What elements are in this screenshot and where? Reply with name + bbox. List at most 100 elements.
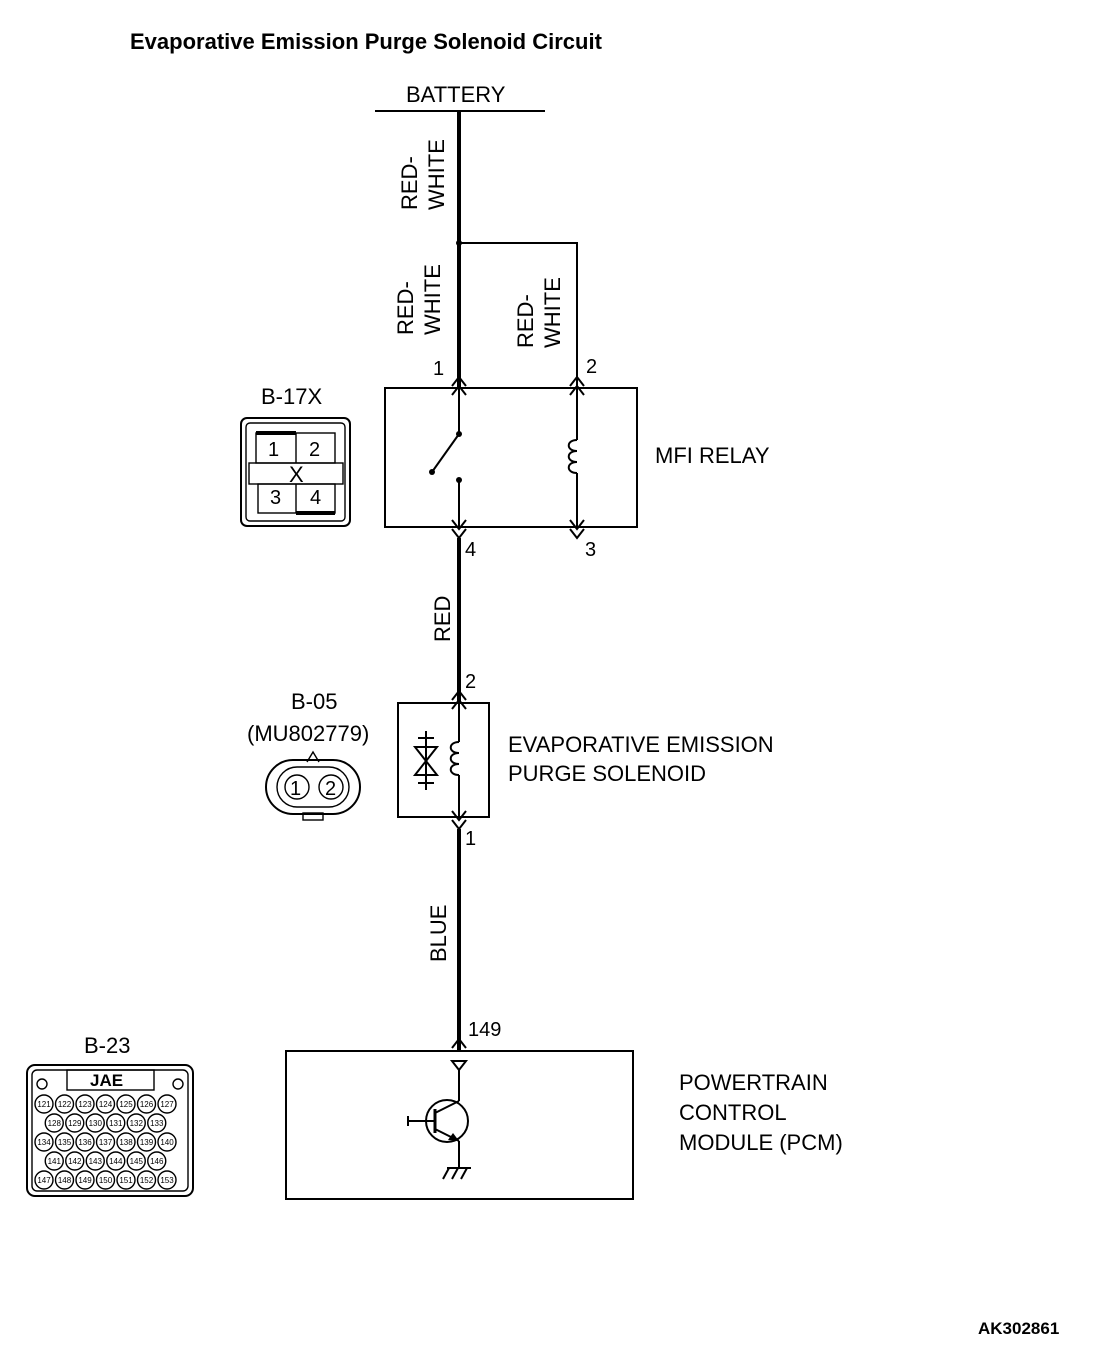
terminal-arrow-pin1-inner xyxy=(451,384,467,396)
pcm-terminal-arrow xyxy=(451,1037,467,1049)
solenoid-arrow-top-outer xyxy=(451,689,467,701)
connector-b05: B-05 (MU802779) 1 2 xyxy=(247,689,369,821)
connector-b17x-cell-1: 1 xyxy=(268,439,279,461)
connector-b17x-cell-4: 4 xyxy=(310,487,321,509)
connector-b17x: B-17X 1 2 X 3 4 xyxy=(240,384,351,527)
pcm-pin-149: 149 xyxy=(468,1019,501,1041)
valve-upper-triangle xyxy=(412,746,440,763)
connector-b23-pin-label: 151 xyxy=(119,1176,133,1185)
wire-label-relay-pin2: RED- WHITE xyxy=(513,277,565,348)
connector-b23-label: B-23 xyxy=(84,1033,130,1058)
connector-b23-pin-circle xyxy=(106,1113,126,1133)
connector-b23-pin-circle xyxy=(44,1151,64,1171)
ground-hatch-3 xyxy=(460,1167,468,1180)
wire-label-relay-pin1: RED- WHITE xyxy=(393,264,445,335)
connector-b23-pin-label: 144 xyxy=(109,1157,123,1166)
connector-b23-brand-box xyxy=(66,1069,155,1091)
pcm-label-line1: POWERTRAIN xyxy=(679,1070,828,1095)
connector-b23-pin-label: 138 xyxy=(119,1138,133,1147)
purge-solenoid-box xyxy=(397,702,490,818)
solenoid-coil xyxy=(449,703,460,817)
connector-b23-pin-circle xyxy=(157,1132,177,1152)
terminal-arrow-pin4-inner xyxy=(451,519,467,531)
connector-b23-pin-circle xyxy=(136,1170,157,1190)
solenoid-arrow-bottom-inner xyxy=(451,810,467,822)
solenoid-pin-1: 1 xyxy=(465,828,476,850)
mfi-relay-label: MFI RELAY xyxy=(655,443,770,468)
connector-b23-pin-circle xyxy=(157,1094,177,1114)
connector-b23-pin-circle xyxy=(95,1132,116,1152)
wire-label-relay-pin2-line1: RED- xyxy=(513,294,538,348)
connector-b23-pin-label: 128 xyxy=(48,1119,62,1128)
relay-pin-2: 2 xyxy=(586,356,597,378)
connector-b17x-cell-2: 2 xyxy=(309,439,320,461)
connector-b23-pin-circle xyxy=(65,1151,85,1171)
connector-b23-pin-label: 131 xyxy=(109,1119,123,1128)
connector-b23-pin-circle xyxy=(147,1151,167,1171)
connector-b23-pin-label: 143 xyxy=(89,1157,103,1166)
connector-b23-pin-circle xyxy=(95,1170,116,1190)
connector-b17x-inner xyxy=(245,422,346,522)
wire-label-red-group: RED xyxy=(430,596,455,642)
connector-b23-pin-label: 152 xyxy=(140,1176,154,1185)
transistor-emitter-arrow xyxy=(448,1133,459,1141)
terminal-arrow-pin3-inner xyxy=(569,519,585,531)
connector-b23-pin-label: 124 xyxy=(99,1100,113,1109)
relay-terminal-arrows xyxy=(451,375,585,540)
connector-b23-pin-label: 141 xyxy=(48,1157,62,1166)
connector-b23-pin-circle xyxy=(54,1094,75,1114)
connector-b23-brand: JAE xyxy=(90,1071,123,1090)
wire-label-battery-main: RED- WHITE xyxy=(397,139,449,210)
connector-b23-pin-label: 139 xyxy=(140,1138,154,1147)
connector-b05-pin2: 2 xyxy=(325,778,336,800)
connector-b05-bottom-tab xyxy=(302,812,324,821)
diagram-title: Evaporative Emission Purge Solenoid Circ… xyxy=(130,29,603,54)
connector-b05-part-number: (MU802779) xyxy=(247,721,369,746)
wire-label-relay-pin1-line1: RED- xyxy=(393,281,418,335)
connector-b23-pin-circle xyxy=(54,1170,75,1190)
wire-label-blue: BLUE xyxy=(426,905,451,962)
coil-windings xyxy=(567,439,578,474)
connector-b23-pin-circle xyxy=(75,1170,95,1190)
connector-b23-pin-label: 135 xyxy=(58,1138,72,1147)
solenoid-coil-windings xyxy=(449,741,460,776)
pcm-label-line3: MODULE (PCM) xyxy=(679,1130,843,1155)
ground-hatch-1 xyxy=(442,1167,450,1180)
connector-b17x-cell-3: 3 xyxy=(270,487,281,509)
connector-b23-pin-label: 129 xyxy=(68,1119,82,1128)
relay-pin-3: 3 xyxy=(585,539,596,561)
connector-b05-pin1-circle xyxy=(284,774,310,800)
switch-arm xyxy=(431,433,460,473)
connector-b23-pin-label: 153 xyxy=(160,1176,174,1185)
connector-b23-pin-label: 149 xyxy=(78,1176,92,1185)
terminal-arrow-pin2-inner xyxy=(569,384,585,396)
wire-label-red: RED xyxy=(430,596,455,642)
connector-b05-pin1: 1 xyxy=(290,778,301,800)
solenoid-pin-2: 2 xyxy=(465,671,476,693)
connector-b23-pin-circle xyxy=(136,1094,157,1114)
connector-b23-pin-label: 145 xyxy=(130,1157,144,1166)
connector-b23-pin-label: 125 xyxy=(119,1100,133,1109)
connector-b23-pin-label: 148 xyxy=(58,1176,72,1185)
connector-b23-pin-label: 130 xyxy=(89,1119,103,1128)
pcm-box xyxy=(285,1050,634,1200)
connector-b23-pin-label: 133 xyxy=(150,1119,164,1128)
valve-lower-triangle xyxy=(412,759,440,776)
transistor-collector xyxy=(434,1100,460,1114)
connector-b23-pin-label: 142 xyxy=(68,1157,82,1166)
connector-b23-pin-label: 146 xyxy=(150,1157,164,1166)
connector-b23-pin-label: 134 xyxy=(37,1138,51,1147)
connector-b23-pin-label: 126 xyxy=(140,1100,154,1109)
connector-b05-outer xyxy=(265,759,361,815)
connector-b17x-label: B-17X xyxy=(261,384,322,409)
connector-b23-pin-label: 137 xyxy=(99,1138,113,1147)
wire-label-battery-main-line1: RED- xyxy=(397,156,422,210)
connector-b23-pin-label: 127 xyxy=(160,1100,174,1109)
relay-pin-4: 4 xyxy=(465,539,476,561)
connector-b23-pin-circle xyxy=(85,1113,105,1133)
connector-b23-pin-circle xyxy=(116,1132,136,1152)
pcm-transistor-icon xyxy=(407,1060,471,1180)
